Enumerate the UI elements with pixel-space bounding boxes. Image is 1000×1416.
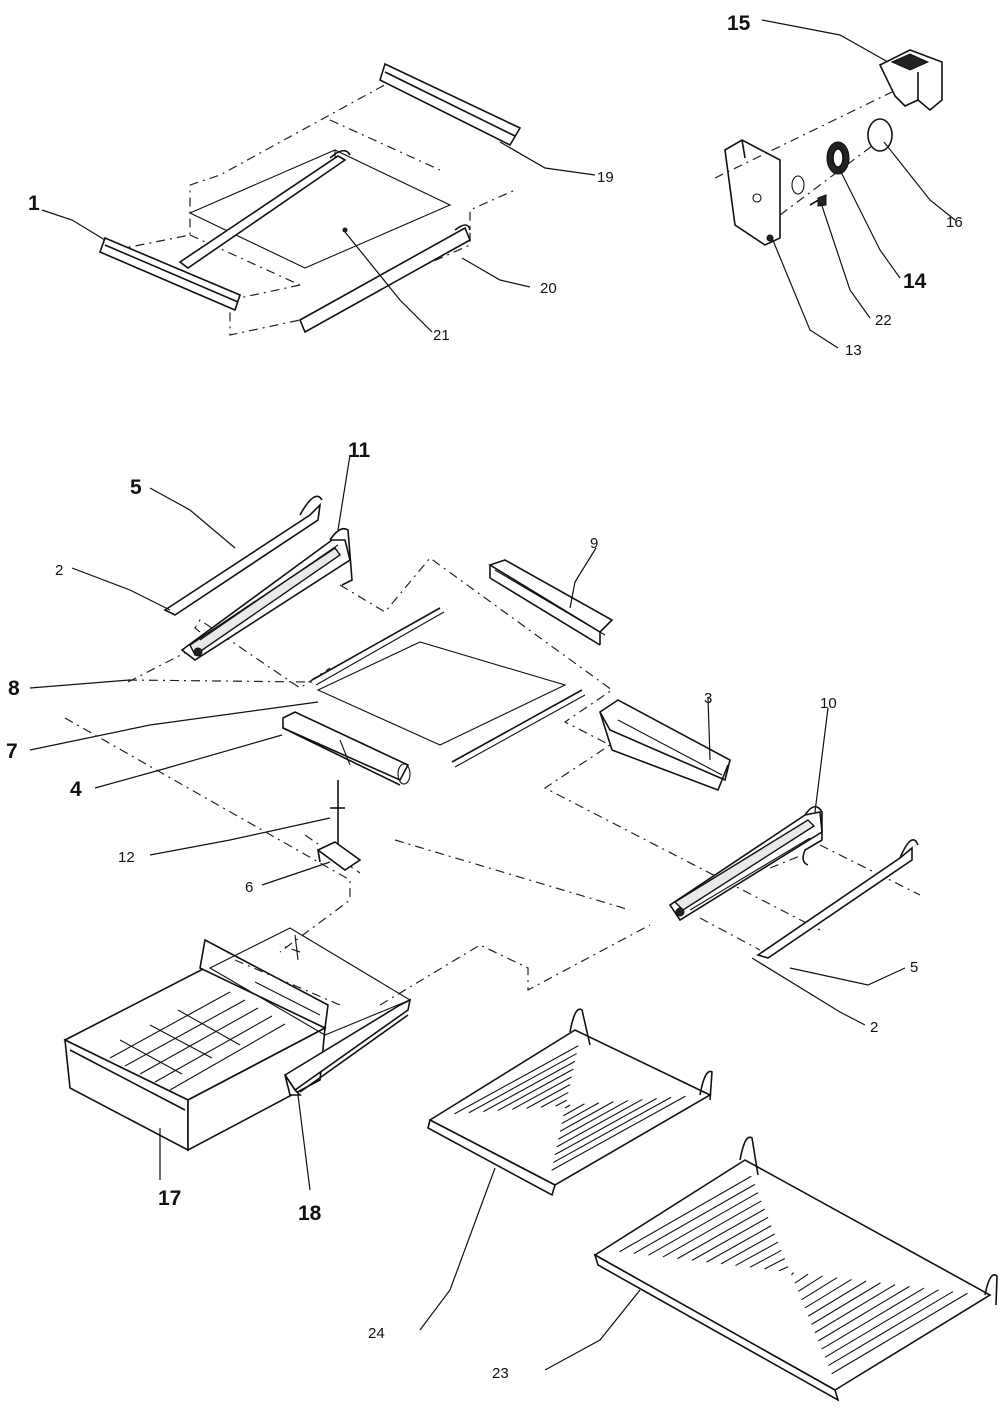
crisper-drawer xyxy=(63,927,412,1152)
wire-rod xyxy=(553,1096,672,1163)
wire-shelf-small xyxy=(427,1008,713,1197)
label-part-20: 20 xyxy=(540,280,557,297)
label-part-21: 21 xyxy=(433,327,450,344)
wire-rod xyxy=(555,1099,567,1107)
wire-rod xyxy=(511,1076,572,1110)
label-part-1: 1 xyxy=(28,192,40,215)
wire-rod xyxy=(561,1102,600,1125)
top-shelf-assembly xyxy=(98,62,522,336)
label-part-5-left: 5 xyxy=(130,476,142,499)
callout-labels: 1 19 20 21 15 16 14 22 13 5 11 2 9 8 3 7… xyxy=(6,12,963,1382)
wire-rod xyxy=(554,1097,657,1156)
wire-rod xyxy=(749,1249,782,1268)
label-part-9: 9 xyxy=(590,535,598,552)
wire-rod xyxy=(735,1241,779,1267)
wire-rod xyxy=(720,1233,776,1265)
wire-rod xyxy=(619,1175,752,1253)
wire-shelf-large xyxy=(593,1136,998,1402)
wire-rod xyxy=(828,1291,954,1367)
bracket-wheel-assembly xyxy=(714,49,943,246)
main-shelf-assembly xyxy=(64,495,921,1006)
wire-rod xyxy=(807,1280,867,1317)
label-part-23: 23 xyxy=(492,1365,509,1382)
wire-rod xyxy=(804,1278,852,1309)
wire-rod xyxy=(564,1104,571,1109)
label-part-13: 13 xyxy=(845,342,862,359)
label-part-24: 24 xyxy=(368,1325,385,1342)
label-part-14: 14 xyxy=(903,270,927,293)
wire-rod xyxy=(691,1216,769,1261)
wire-rod xyxy=(563,1103,585,1117)
wire-rod xyxy=(794,1273,809,1284)
wire-rod xyxy=(817,1285,910,1342)
wire-rod xyxy=(633,1183,755,1254)
wire-rod xyxy=(497,1068,574,1112)
wire-rod xyxy=(551,1095,686,1171)
wire-rod xyxy=(764,1258,786,1270)
wire-rod xyxy=(824,1289,939,1358)
label-part-22: 22 xyxy=(875,312,892,329)
wire-rod xyxy=(454,1045,579,1115)
label-part-6: 6 xyxy=(245,879,253,896)
wire-rod xyxy=(662,1200,762,1258)
wire-rod xyxy=(797,1275,823,1292)
label-part-10: 10 xyxy=(820,695,837,712)
label-part-18: 18 xyxy=(298,1202,322,1225)
wire-rod xyxy=(648,1192,759,1256)
label-part-7: 7 xyxy=(6,740,18,763)
wire-rod xyxy=(821,1287,925,1350)
label-part-17: 17 xyxy=(158,1187,181,1210)
wire-rod xyxy=(811,1282,881,1325)
wire-rod xyxy=(778,1266,789,1272)
label-part-16: 16 xyxy=(946,214,963,231)
wire-rod xyxy=(483,1060,576,1113)
wire-rod xyxy=(791,1272,794,1276)
wire-rod xyxy=(468,1053,577,1114)
label-part-4: 4 xyxy=(70,778,82,801)
wire-rod xyxy=(540,1091,569,1108)
label-part-15: 15 xyxy=(727,12,751,35)
wire-rod xyxy=(706,1225,772,1263)
wire-rod xyxy=(831,1292,968,1375)
label-part-8: 8 xyxy=(8,677,20,700)
label-part-12: 12 xyxy=(118,849,135,866)
label-part-2-right: 2 xyxy=(870,1019,878,1036)
wire-rod xyxy=(558,1100,629,1140)
wire-rod xyxy=(526,1084,571,1109)
wire-rod xyxy=(556,1098,643,1148)
label-part-19: 19 xyxy=(597,169,614,186)
label-part-11: 11 xyxy=(348,439,371,462)
label-part-3: 3 xyxy=(704,690,712,707)
label-part-5-right: 5 xyxy=(910,959,918,976)
wire-rod xyxy=(559,1101,614,1132)
wire-rod xyxy=(677,1208,766,1260)
wire-rod xyxy=(801,1277,838,1301)
label-part-2-left: 2 xyxy=(55,562,63,579)
wire-rod xyxy=(814,1284,896,1334)
